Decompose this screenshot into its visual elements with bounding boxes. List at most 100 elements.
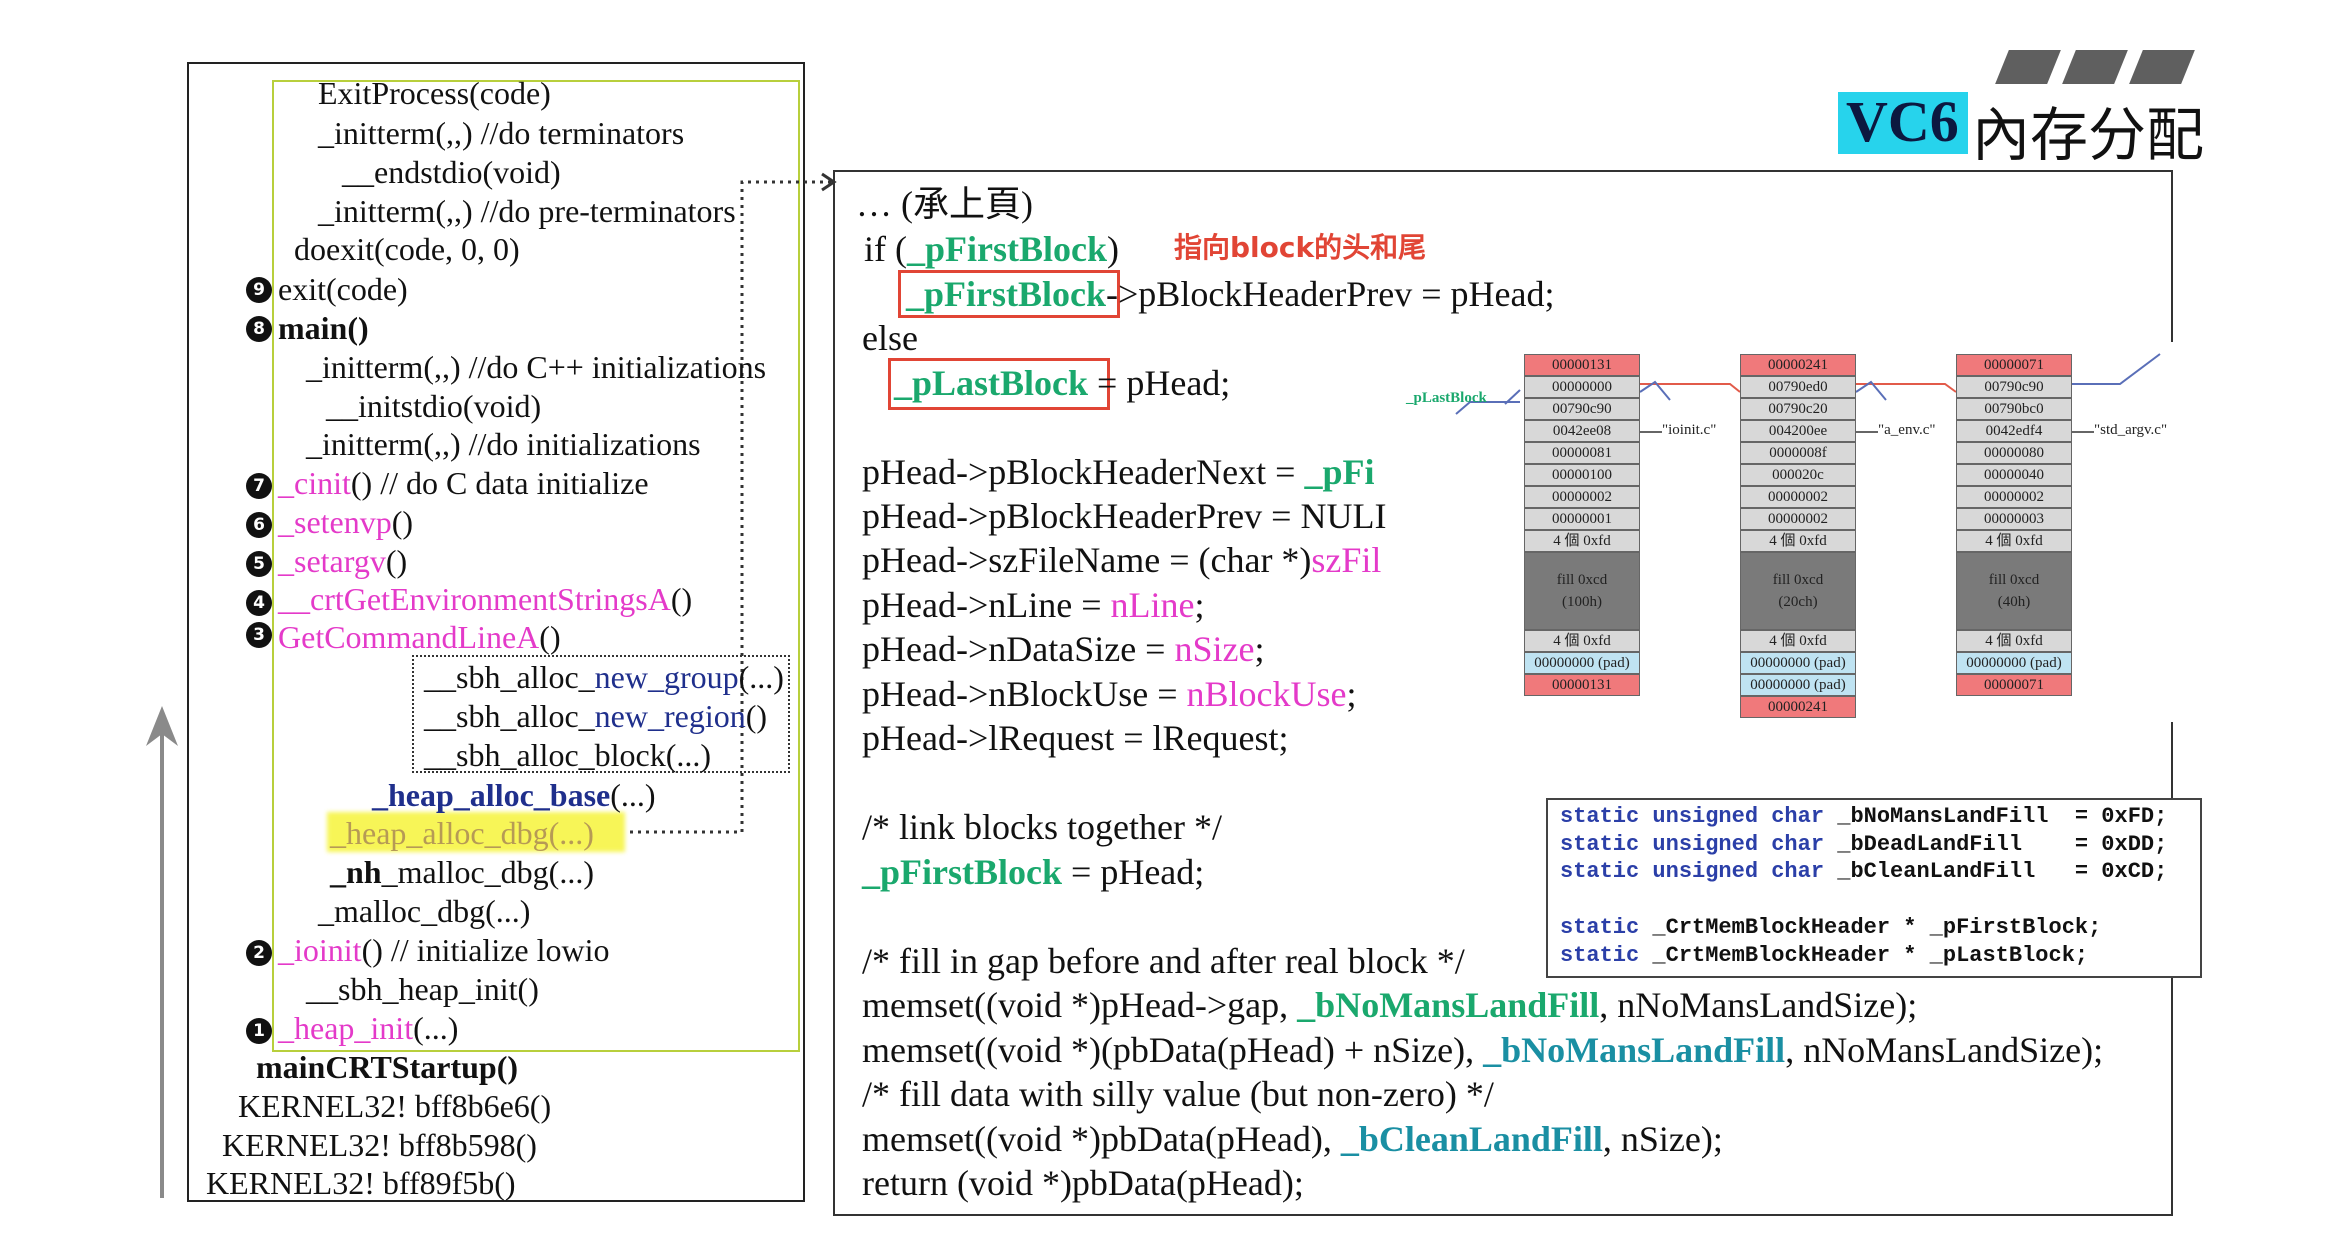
code-last-block-rest: = pHead; [1088,363,1231,403]
memory-cell: 00000040 [1956,464,2072,486]
code-nline-line: pHead->nLine = nLine; [862,585,1205,625]
code-else: else [862,318,918,358]
memory-file-label: "std_argv.c" [2094,422,2168,438]
code-memset-after-b: _bNoMansLandFill [1483,1030,1786,1070]
code-nblockuse-a: pHead->nBlockUse = [862,674,1187,714]
code-if-line: if (_pFirstBlock) [864,229,1119,269]
memory-cell: 00000081 [1524,442,1640,464]
stack-getenvstrings-rest: () [670,581,693,617]
code-ndatasize-c: ; [1254,629,1265,669]
static-decl-rest: _bDeadLandFill = 0xDD; [1824,832,2168,857]
code-if-close: ) [1107,229,1119,269]
code-comment-silly: /* fill data with silly value (but non-z… [862,1074,1494,1114]
code-last-block-line: _pLastBlock = pHead; [894,363,1230,403]
static-decl-rest: _CrtMemBlockHeader * _pFirstBlock; [1639,915,2102,940]
memory-cell: 4 個 0xfd [1524,530,1640,552]
stack-sbh-prefix-2: __sbh_alloc_ [424,698,595,734]
stack-setargv: _setargv() [278,542,407,580]
memory-tail-cell: 00000000 (pad) [1740,674,1856,696]
static-decl-keyword: static [1560,943,1640,968]
memory-cell: 00000001 [1524,508,1640,530]
code-memset-gap: memset((void *)pHead->gap, _bNoMansLandF… [862,985,1917,1025]
code-ndatasize-line: pHead->nDataSize = nSize; [862,629,1265,669]
memory-fill-region: fill 0xcd(20ch) [1740,552,1856,630]
memory-cell: 00000100 [1524,464,1640,486]
step-2: 2 [246,940,272,966]
code-first-prev-line: _pFirstBlock->pBlockHeaderPrev = pHead; [906,274,1554,314]
memory-fill-label: fill 0xcd [1556,572,1608,588]
code-nline-c: ; [1194,585,1205,625]
code-filename-b: szFil [1311,540,1382,580]
memory-fill-label: fill 0xcd [1772,572,1824,588]
stack-sbh-heap-init: __sbh_heap_init() [306,971,539,1007]
memory-tail-cell: 4 個 0xfd [1740,630,1856,652]
stack-heap-alloc-base-fn: _heap_alloc_base [372,777,611,813]
memory-end-cell: 00000241 [1740,696,1856,718]
stack-heap-alloc-dbg: _heap_alloc_dbg(...) [330,815,594,851]
stack-exit: exit(code) [278,271,408,307]
code-nline-a: pHead->nLine = [862,585,1111,625]
stack-main: main() [278,310,369,346]
code-first-block-assign: _pFirstBlock = pHead; [862,852,1204,892]
stack-setenvp-rest: () [391,504,414,540]
stack-initterm-terminators: _initterm(,,) //do terminators [318,115,685,151]
code-first-prev-rest: ->pBlockHeaderPrev = pHead; [1106,274,1555,314]
step-4: 4 [246,590,272,616]
stack-sbh-block: __sbh_alloc_block(...) [424,737,712,773]
memory-cell: 0042ee08 [1524,420,1640,442]
stack-setenvp: _setenvp() [278,503,413,541]
memory-cell: 000020c [1740,464,1856,486]
code-memset-data-b: _bCleanLandFill [1340,1119,1603,1159]
memory-cell: 00000241 [1740,354,1856,376]
title-stripe-2 [2062,50,2128,84]
code-prev-null: pHead->pBlockHeaderPrev = NULI [862,496,1387,536]
static-decl-line: static _CrtMemBlockHeader * _pLastBlock; [1560,943,2088,969]
memory-cell: 00000131 [1524,354,1640,376]
memory-cell: 00790ed0 [1740,376,1856,398]
stack-getcommandline-rest: () [539,619,561,655]
memory-fill-label: fill 0xcd [1988,572,2040,588]
memory-tail-cell: 4 個 0xfd [1524,630,1640,652]
stack-sbh-new-group: __sbh_alloc_new_group(...) [424,658,784,696]
code-next-line: pHead->pBlockHeaderNext = _pFi [862,452,1374,492]
step-6: 6 [246,512,272,538]
sbh-alloc-group [412,655,790,773]
memory-tail-cell: 4 個 0xfd [1956,630,2072,652]
memory-cell: 00000002 [1956,486,2072,508]
memory-cell: 4 個 0xfd [1740,530,1856,552]
annotation-head-tail: 指向block的头和尾 [1174,231,1427,264]
static-decl-rest: _bNoMansLandFill = 0xFD; [1824,804,2168,829]
stack-sbh-prefix-1: __sbh_alloc_ [424,659,595,695]
stack-ioinit-rest: () // initialize lowio [361,932,610,968]
static-decl-line: static unsigned char _bNoMansLandFill = … [1560,804,2167,830]
code-return: return (void *)pbData(pHead); [862,1163,1304,1203]
step-7: 7 [246,473,272,499]
stack-setargv-fn: _setargv [278,543,386,579]
call-stack-panel [187,62,805,1202]
memory-cell: 00790c90 [1524,398,1640,420]
memory-cell: 00000002 [1740,486,1856,508]
static-decl-line: static unsigned char _bDeadLandFill = 0x… [1560,832,2167,858]
title-vc: VC6 [1846,89,1959,154]
stack-endstdio: __endstdio(void) [342,154,561,190]
stack-setargv-rest: () [385,543,408,579]
red-box-first-block [898,270,1120,318]
title-cn: 內存分配 [1972,101,2205,169]
code-next-a: pHead->pBlockHeaderNext = [862,452,1305,492]
code-if-var: _pFirstBlock [906,229,1107,269]
heap-alloc-dbg-highlight [327,812,625,852]
static-decl-keyword: static unsigned char [1560,859,1825,884]
code-nline-b: nLine [1110,585,1195,625]
stack-doexit: doexit(code, 0, 0) [294,231,520,267]
code-memset-gap-a: memset((void *)pHead->gap, [862,985,1298,1025]
step-5: 5 [246,551,272,577]
code-memset-data: memset((void *)pbData(pHead), _bCleanLan… [862,1119,1723,1159]
stack-ioinit: _ioinit() // initialize lowio [278,931,610,969]
code-ndatasize-b: nSize [1174,629,1255,669]
code-memset-gap-b: _bNoMansLandFill [1297,985,1600,1025]
code-nblockuse-b: nBlockUse [1186,674,1347,714]
static-decl-line: static unsigned char _bCleanLandFill = 0… [1560,859,2167,885]
stack-heap-alloc-base-rest: (...) [610,777,656,813]
stack-nh-malloc-dbg: _nh_malloc_dbg(...) [330,853,594,891]
memory-cell: 00000002 [1524,486,1640,508]
